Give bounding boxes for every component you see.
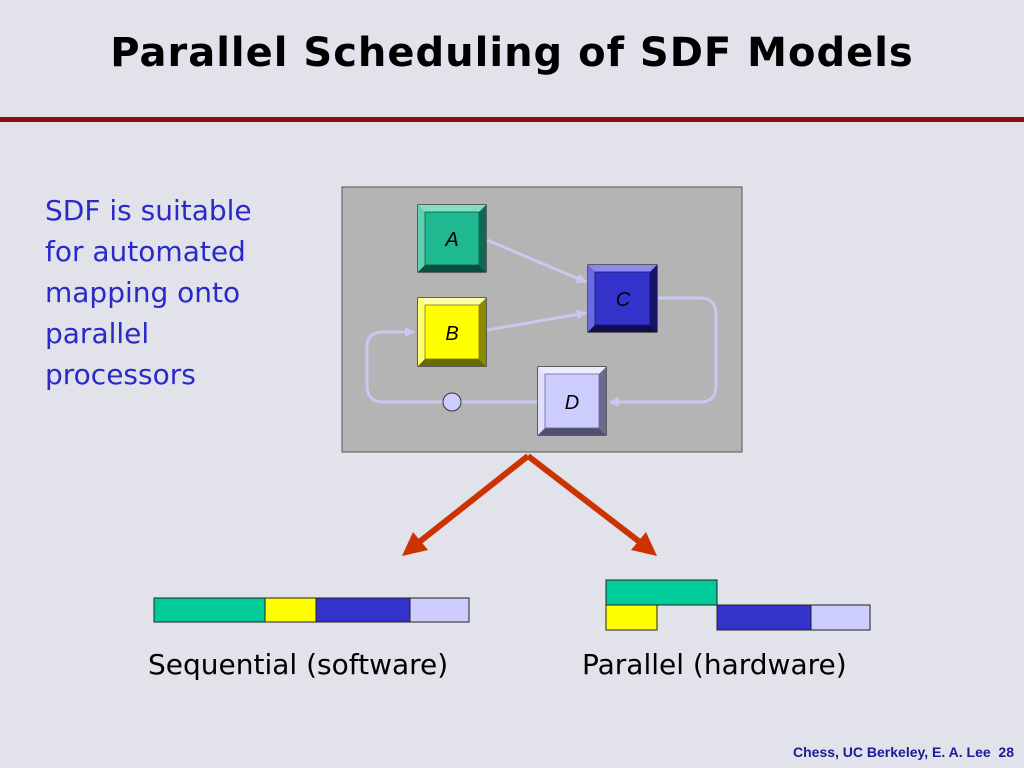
sequential-caption: Sequential (software) bbox=[148, 648, 449, 681]
page-number: 28 bbox=[998, 744, 1014, 760]
delay-token bbox=[442, 392, 462, 412]
actor-c[interactable]: C bbox=[587, 264, 658, 333]
description-line: for automated bbox=[45, 235, 246, 268]
schedule-block-a bbox=[153, 597, 266, 623]
actor-b-label: B bbox=[445, 323, 458, 345]
actor-d[interactable]: D bbox=[537, 366, 607, 436]
connector-b-to-c bbox=[486, 309, 587, 332]
schedule-block-d bbox=[810, 604, 871, 631]
parallel-schedule bbox=[605, 579, 871, 631]
sequential-schedule bbox=[153, 597, 470, 623]
actor-d-label: D bbox=[565, 392, 579, 414]
actor-c-label: C bbox=[616, 289, 631, 311]
actor-a[interactable]: A bbox=[417, 204, 487, 273]
slide-title: Parallel Scheduling of SDF Models bbox=[110, 30, 914, 76]
schedule-block-d bbox=[409, 597, 470, 623]
schedule-block-b bbox=[264, 597, 317, 623]
connector-a-to-c bbox=[486, 238, 587, 284]
actor-a-label: A bbox=[444, 229, 458, 251]
schedule-block-b bbox=[605, 604, 658, 631]
parallel-caption: Parallel (hardware) bbox=[582, 648, 847, 681]
schedule-block-c bbox=[716, 604, 812, 631]
slide-footer: Chess, UC Berkeley, E. A. Lee 28 bbox=[793, 744, 1014, 760]
actor-b[interactable]: B bbox=[417, 297, 487, 367]
description-line: parallel bbox=[45, 317, 150, 350]
description-line: SDF is suitable bbox=[45, 194, 252, 227]
schedule-block-a bbox=[605, 579, 718, 606]
title-divider bbox=[0, 117, 1024, 122]
footer-credit: Chess, UC Berkeley, E. A. Lee bbox=[793, 744, 991, 760]
mapping-arrow-sequential bbox=[402, 453, 530, 556]
description-line: mapping onto bbox=[45, 276, 241, 309]
connector-d-to-b bbox=[365, 327, 538, 404]
mapping-arrow-parallel bbox=[526, 453, 657, 556]
connector-c-to-d bbox=[609, 296, 718, 407]
description-line: processors bbox=[45, 358, 196, 391]
schedule-block-c bbox=[315, 597, 411, 623]
description-text: SDF is suitable for automated mapping on… bbox=[45, 190, 315, 395]
